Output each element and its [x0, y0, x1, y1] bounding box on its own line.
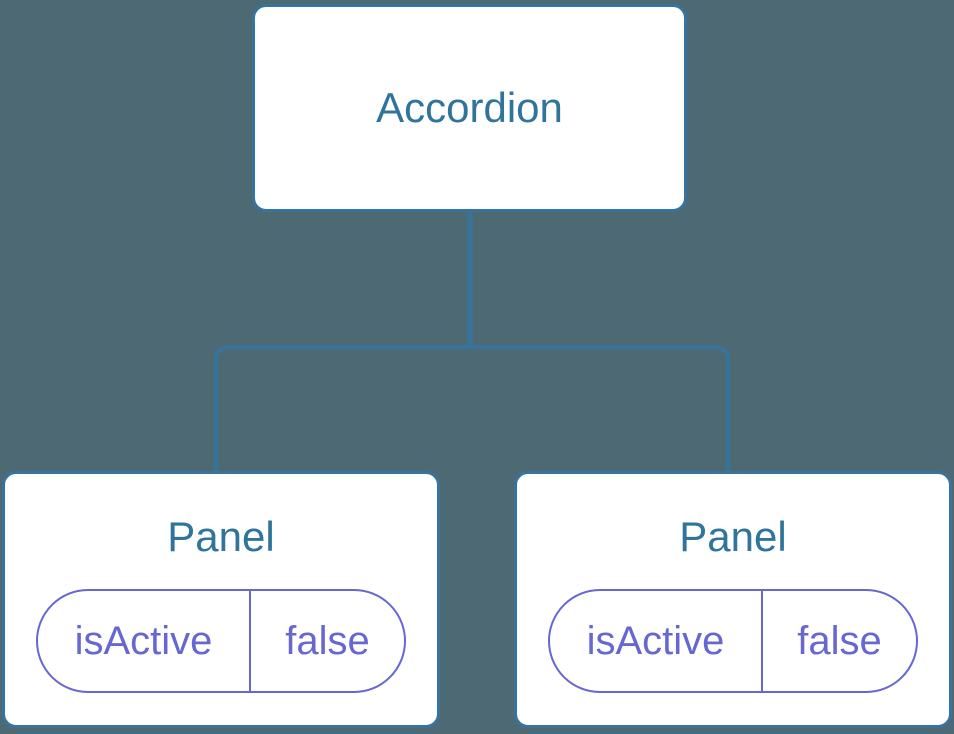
prop-value: false	[285, 618, 370, 663]
prop-name: isActive	[550, 591, 763, 691]
prop-value: false	[797, 618, 882, 663]
tree-node-panel-2: Panel isActive false	[514, 471, 952, 728]
branch-bracket-line	[214, 345, 730, 472]
tree-node-panel-1: Panel isActive false	[2, 471, 440, 728]
panel-2-label: Panel	[679, 513, 787, 560]
tree-node-accordion: Accordion	[252, 4, 687, 212]
accordion-node-label: Accordion	[376, 84, 563, 131]
panel-2-prop-pill: isActive false	[548, 589, 918, 693]
panel-1-prop-pill: isActive false	[36, 589, 406, 693]
prop-name: isActive	[38, 591, 251, 691]
panel-1-label: Panel	[167, 513, 275, 560]
